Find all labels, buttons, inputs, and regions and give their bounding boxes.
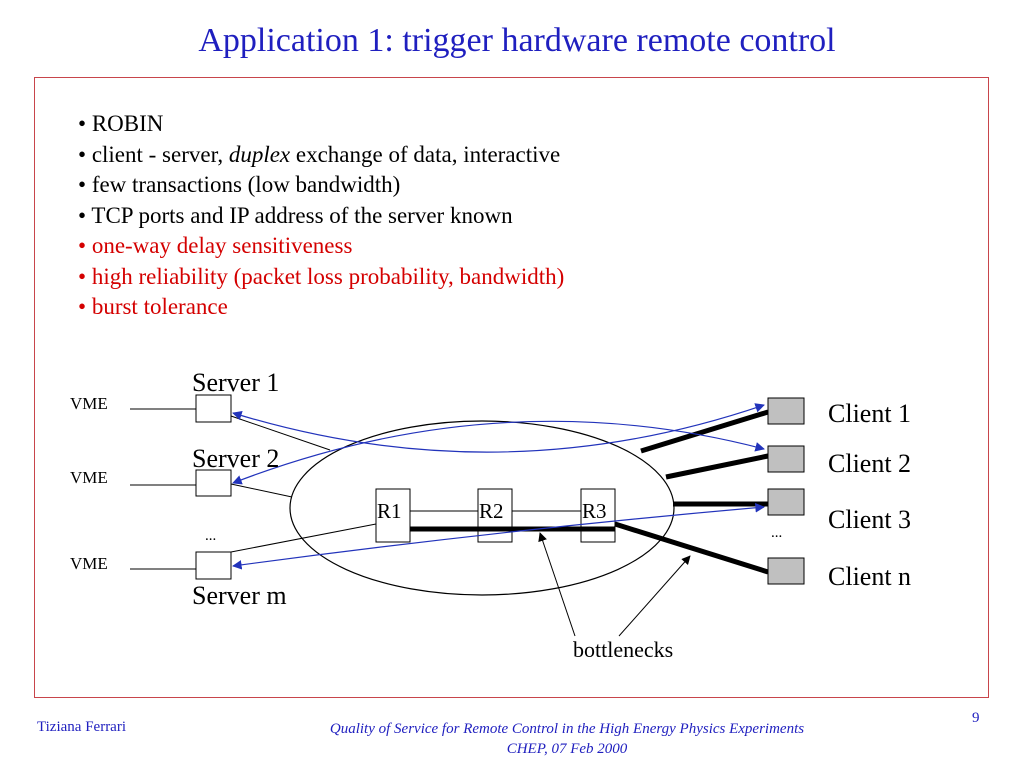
vme-label-1: VME — [70, 394, 108, 413]
flow-serverm-client3 — [232, 502, 765, 570]
bullet-marker: • — [78, 172, 87, 197]
bullet-text-post: exchange of data, interactive — [290, 141, 561, 167]
router-r1-label: R1 — [377, 499, 402, 523]
server2-link — [230, 483, 293, 498]
bullet-marker: • — [78, 111, 87, 136]
bullet-text: high reliability (packet loss probabilit… — [91, 263, 565, 289]
footer-conference-title: Quality of Service for Remote Control in… — [329, 721, 805, 737]
page-number: 9 — [972, 710, 980, 726]
server-ellipsis: ... — [205, 528, 216, 544]
bullet-text: few transactions (low bandwidth) — [91, 172, 401, 197]
bullet-tcp-ports: • TCP ports and IP address of the server… — [78, 201, 564, 232]
client2-label: Client 2 — [828, 449, 911, 478]
client1-label: Client 1 — [828, 399, 911, 428]
client2-box — [767, 445, 805, 473]
clientn-link — [614, 521, 769, 575]
serverm-label: Server m — [192, 581, 287, 610]
serverm-link — [230, 523, 377, 553]
client2-link — [665, 453, 769, 480]
bottleneck-arrow-1 — [538, 532, 576, 637]
content-frame — [34, 77, 989, 698]
bullet-text: ROBIN — [91, 111, 164, 136]
bottlenecks-label: bottlenecks — [573, 637, 673, 662]
bullet-text-emphasis: duplex — [228, 141, 291, 167]
flow-server1-client1 — [232, 403, 765, 453]
clientn-label: Client n — [828, 562, 911, 591]
server2-label: Server 2 — [192, 444, 279, 473]
bullet-marker: • — [78, 263, 87, 289]
slide-title: Application 1: trigger hardware remote c… — [198, 22, 836, 59]
server1-box — [195, 394, 232, 423]
server2-box — [195, 469, 232, 497]
bullet-text-pre: client - server, — [91, 141, 229, 167]
bottleneck-arrow-2 — [618, 555, 691, 637]
bullet-burst-tolerance: • burst tolerance — [78, 292, 564, 323]
bullet-few-transactions: • few transactions (low bandwidth) — [78, 170, 564, 201]
bullet-high-reliability: • high reliability (packet loss probabil… — [78, 262, 564, 293]
bullet-marker: • — [78, 294, 87, 319]
bullet-marker: • — [78, 141, 87, 167]
router-r2-label: R2 — [479, 499, 504, 523]
serverm-box — [195, 551, 232, 580]
bullet-text: burst tolerance — [91, 294, 228, 319]
bullet-text: one-way delay sensitiveness — [91, 233, 353, 258]
vme-label-2: VME — [70, 468, 108, 487]
clientn-box — [767, 557, 805, 585]
bullet-robin: • ROBIN — [78, 109, 564, 140]
footer-conference-date: CHEP, 07 Feb 2000 — [506, 741, 628, 757]
bullet-marker: • — [78, 202, 87, 228]
footer-conference: Quality of Service for Remote Control in… — [252, 719, 882, 759]
client-ellipsis: ... — [771, 525, 782, 541]
bullet-text: TCP ports and IP address of the server k… — [91, 202, 513, 228]
footer-author: Tiziana Ferrari — [37, 719, 127, 735]
vme-label-m: VME — [70, 554, 108, 573]
client3-box — [767, 488, 805, 516]
bullet-client-server: • client - server, duplex exchange of da… — [78, 140, 564, 171]
client3-label: Client 3 — [828, 505, 911, 534]
flow-server2-client2 — [232, 420, 765, 485]
bullet-list: • ROBIN • client - server, duplex exchan… — [78, 109, 564, 323]
bullet-marker: • — [78, 233, 87, 258]
bullet-one-way-delay: • one-way delay sensitiveness — [78, 231, 564, 262]
client1-box — [767, 397, 805, 425]
server1-label: Server 1 — [192, 368, 279, 397]
router-r3-label: R3 — [582, 499, 607, 523]
